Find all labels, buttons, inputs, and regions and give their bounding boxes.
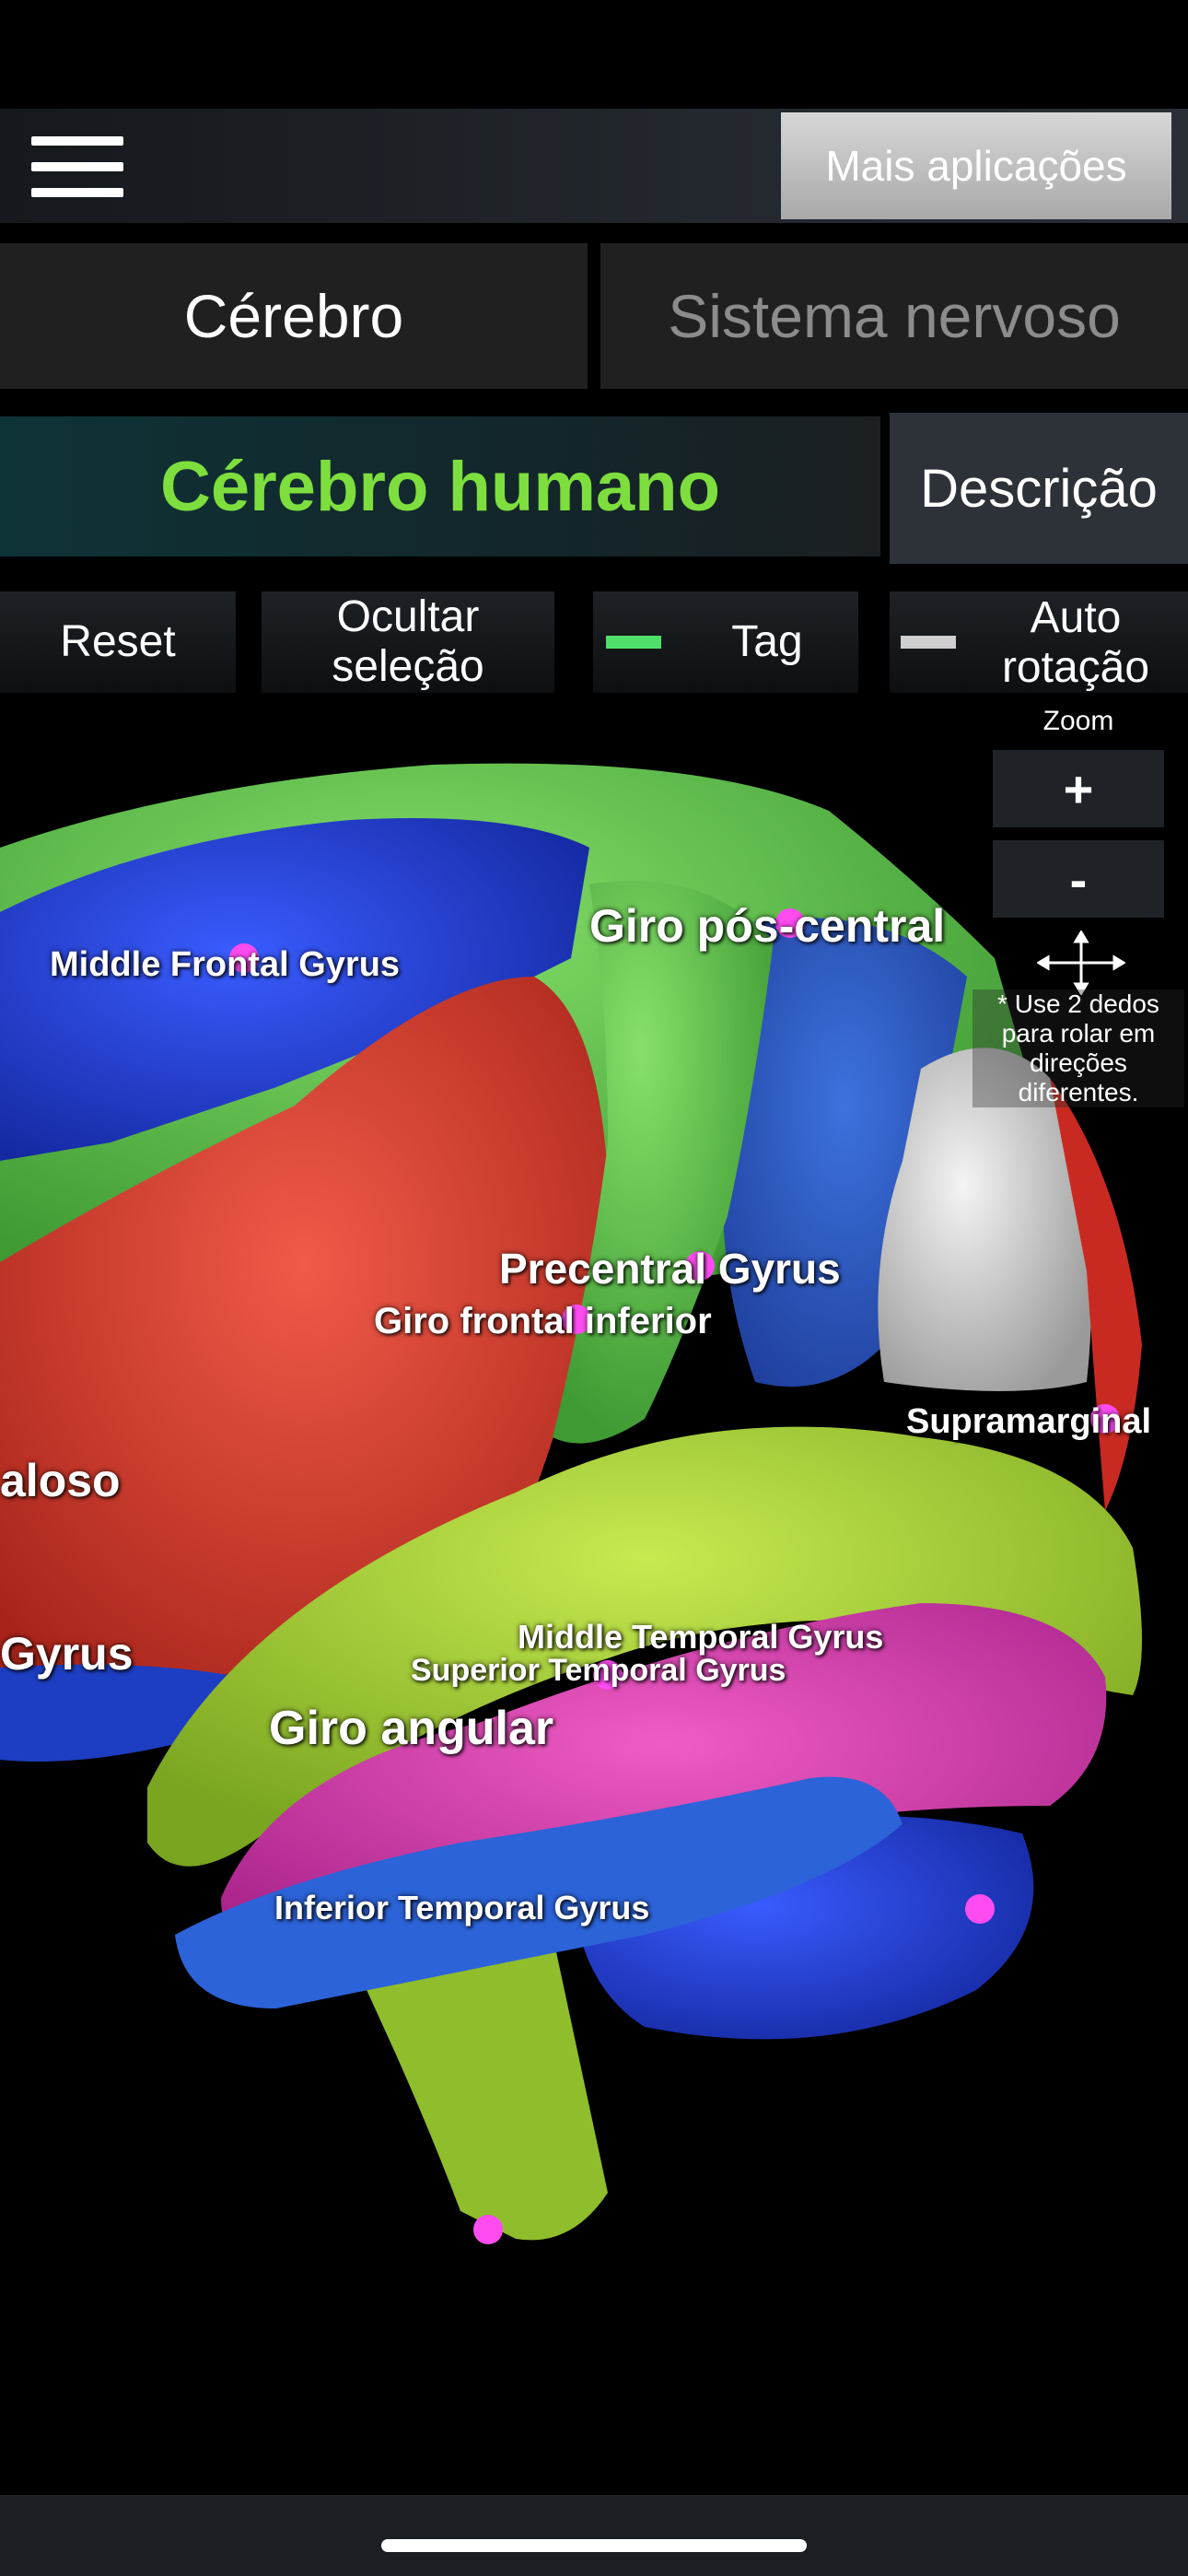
tab-brain[interactable]: Cérebro [0,243,588,389]
description-button[interactable]: Descrição [890,413,1188,564]
marker[interactable] [229,943,259,973]
hint-line4: diferentes. [1018,1078,1139,1107]
tag-label: Tag [731,617,803,666]
supramarginal-angular-region[interactable] [147,1426,1142,1867]
angular-white-region[interactable] [878,1048,1091,1391]
pan-arrows-icon [1037,931,1125,995]
postcentral-region[interactable] [553,881,774,1444]
hint-line1: * Use 2 dedos [997,989,1159,1018]
label-postcentral-gyrus[interactable]: Giro pós-central [589,900,946,952]
reset-button[interactable]: Reset [0,591,236,693]
inferior-frontal-region[interactable] [0,977,608,1695]
label-precentral-gyrus[interactable]: Precentral Gyrus [499,1245,841,1293]
label-middle-frontal-gyrus[interactable]: Middle Frontal Gyrus [50,945,401,984]
label-middle-temporal-gyrus[interactable]: Middle Temporal Gyrus [518,1618,884,1656]
two-finger-hint: * Use 2 dedos para rolar em direções dif… [973,989,1184,1107]
auto-rotation-indicator [901,636,956,649]
tab-nervous-system[interactable]: Sistema nervoso [600,243,1188,389]
label-inferior-frontal-gyrus[interactable]: Giro frontal inferior [374,1301,712,1341]
more-apps-button[interactable]: Mais aplicações [781,112,1171,219]
tag-toggle[interactable]: Tag [593,591,858,693]
middle-frontal-region[interactable] [0,818,589,1161]
tag-indicator [606,636,661,649]
brainstem-region[interactable] [350,1935,608,2241]
hide-selection-label-line1: Ocultar [336,592,480,641]
top-toolbar: Mais aplicações [0,109,1188,223]
label-superior-temporal-gyrus[interactable]: Superior Temporal Gyrus [411,1653,786,1688]
hide-selection-button[interactable]: Ocultar seleção [262,591,554,693]
auto-rotation-label-line1: Auto [1030,593,1122,642]
label-gyrus[interactable]: Gyrus [0,1628,134,1680]
home-indicator[interactable] [381,2539,807,2552]
auto-rotation-label: Auto rotação [963,593,1188,693]
bottom-bar [0,2495,1188,2576]
marker[interactable] [685,1251,715,1281]
inferior-temporal-region[interactable] [175,1776,903,2008]
marker[interactable] [775,908,805,938]
label-aloso[interactable]: aloso [0,1455,121,1506]
label-supramarginal[interactable]: Supramarginal [906,1402,1152,1441]
marker[interactable] [965,1894,995,1924]
zoom-in-button[interactable]: + [993,750,1164,827]
marker[interactable] [593,1660,623,1690]
zoom-label: Zoom [1042,706,1114,736]
brain-model[interactable] [0,700,1188,2322]
hint-line2: para rolar em [1001,1019,1156,1048]
hide-selection-label-line2: seleção [332,642,484,691]
hint-line3: direções [1030,1048,1127,1077]
zoom-out-button[interactable]: - [993,840,1164,918]
occipital-red-region[interactable] [1050,1078,1142,1511]
auto-rotation-label-line2: rotação [1001,643,1150,692]
label-angular-gyrus[interactable]: Giro angular [269,1702,554,1755]
parietal-region[interactable] [722,918,967,1387]
page-title: Cérebro humano [0,416,880,556]
brain-3d-viewport[interactable]: Middle Frontal Gyrus Giro pós-central Pr… [0,700,1188,2322]
marker[interactable] [1090,1404,1120,1434]
auto-rotation-toggle[interactable]: Auto rotação [890,591,1188,693]
hamburger-menu-icon[interactable] [31,135,127,201]
marker[interactable] [562,1305,591,1334]
marker[interactable] [473,2215,503,2244]
label-inferior-temporal-gyrus[interactable]: Inferior Temporal Gyrus [274,1889,650,1926]
